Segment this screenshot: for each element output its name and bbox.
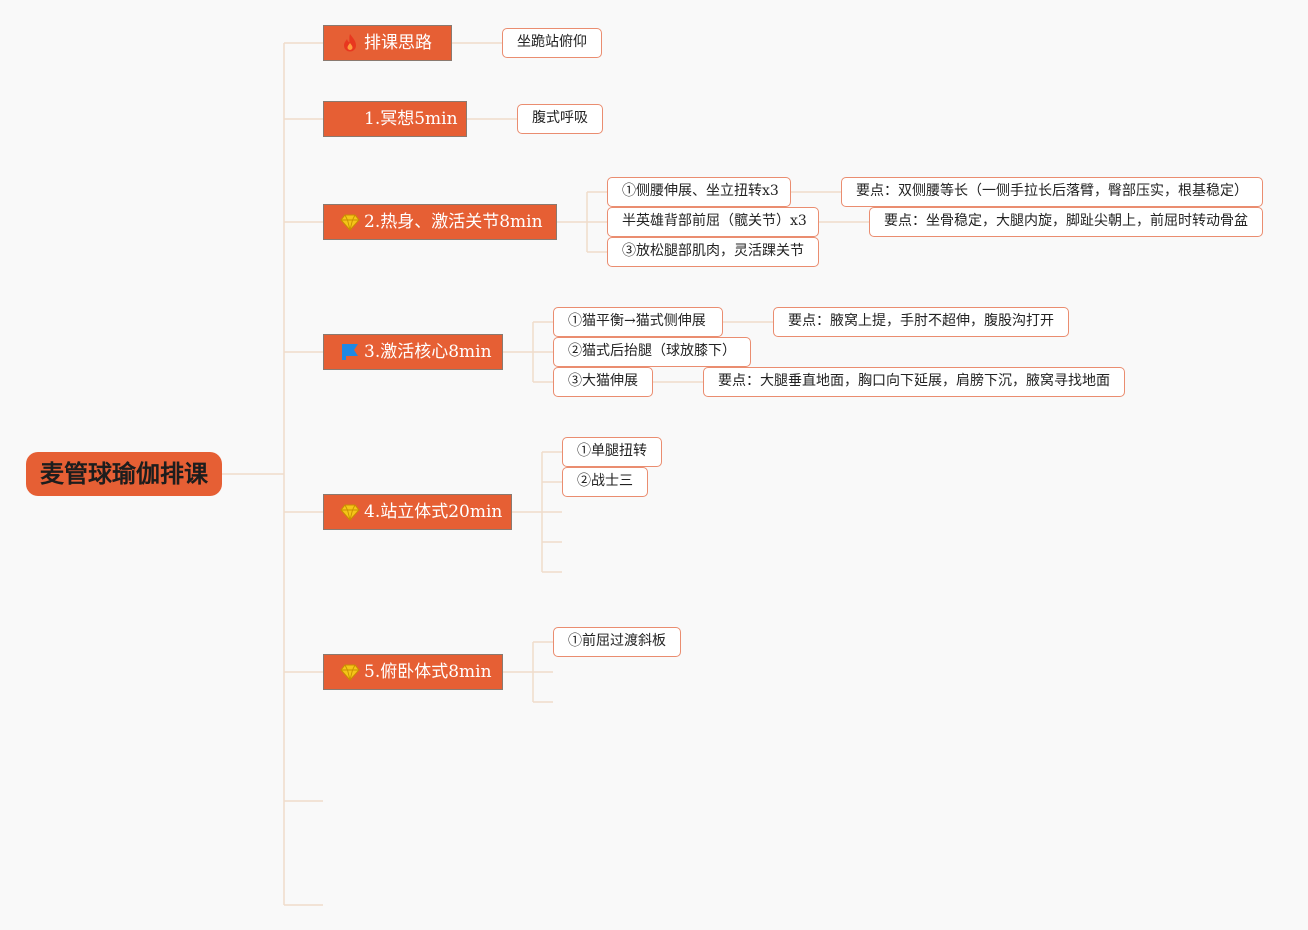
subtopic-item[interactable]: ①侧腰伸展、坐立扭转x3: [607, 177, 791, 207]
topic-core[interactable]: 3.激活核心8min: [323, 334, 503, 370]
topic-label: 1.冥想5min: [364, 109, 458, 129]
subtopic-item[interactable]: ①单腿扭转: [562, 437, 662, 467]
note-item[interactable]: 要点：大腿垂直地面，胸口向下延展，肩膀下沉，腋窝寻找地面: [703, 367, 1125, 397]
note-item[interactable]: 要点：双侧腰等长（一侧手拉长后落臂，臀部压实，根基稳定）: [841, 177, 1263, 207]
subtopic-item[interactable]: 坐跪站俯仰: [502, 28, 602, 58]
note-item[interactable]: 要点：坐骨稳定，大腿内旋，脚趾尖朝上，前屈时转动骨盆: [869, 207, 1263, 237]
subtopic-item[interactable]: ①猫平衡→猫式侧伸展: [553, 307, 723, 337]
subtopic-item[interactable]: ①前屈过渡斜板: [553, 627, 681, 657]
topic-warmup[interactable]: 2.热身、激活关节8min: [323, 204, 557, 240]
topic-label: 3.激活核心8min: [364, 342, 492, 362]
diamond-icon: [340, 502, 360, 522]
subtopic-item[interactable]: 腹式呼吸: [517, 104, 603, 134]
root-topic[interactable]: 麦管球瑜伽排课: [26, 452, 222, 496]
subtopic-item[interactable]: 半英雄背部前屈（髋关节）x3: [607, 207, 819, 237]
flag-icon: [340, 342, 360, 362]
subtopic-item[interactable]: ③放松腿部肌肉，灵活踝关节: [607, 237, 819, 267]
diamond-icon: [340, 662, 360, 682]
fire-icon: [340, 33, 360, 53]
subtopic-item[interactable]: ②猫式后抬腿（球放膝下）: [553, 337, 751, 367]
topic-label: 5.俯卧体式8min: [364, 662, 492, 682]
subtopic-item[interactable]: ③大猫伸展: [553, 367, 653, 397]
topic-standing[interactable]: 4.站立体式20min: [323, 494, 512, 530]
topic-prone[interactable]: 5.俯卧体式8min: [323, 654, 503, 690]
topic-label: 2.热身、激活关节8min: [364, 212, 543, 232]
topic-label: 4.站立体式20min: [364, 502, 503, 522]
topic-meditation[interactable]: 1.冥想5min: [323, 101, 467, 137]
topic-course-plan[interactable]: 排课思路: [323, 25, 452, 61]
note-item[interactable]: 要点：腋窝上提，手肘不超伸，腹股沟打开: [773, 307, 1069, 337]
diamond-icon: [340, 212, 360, 232]
topic-label: 排课思路: [364, 33, 432, 53]
subtopic-item[interactable]: ②战士三: [562, 467, 648, 497]
